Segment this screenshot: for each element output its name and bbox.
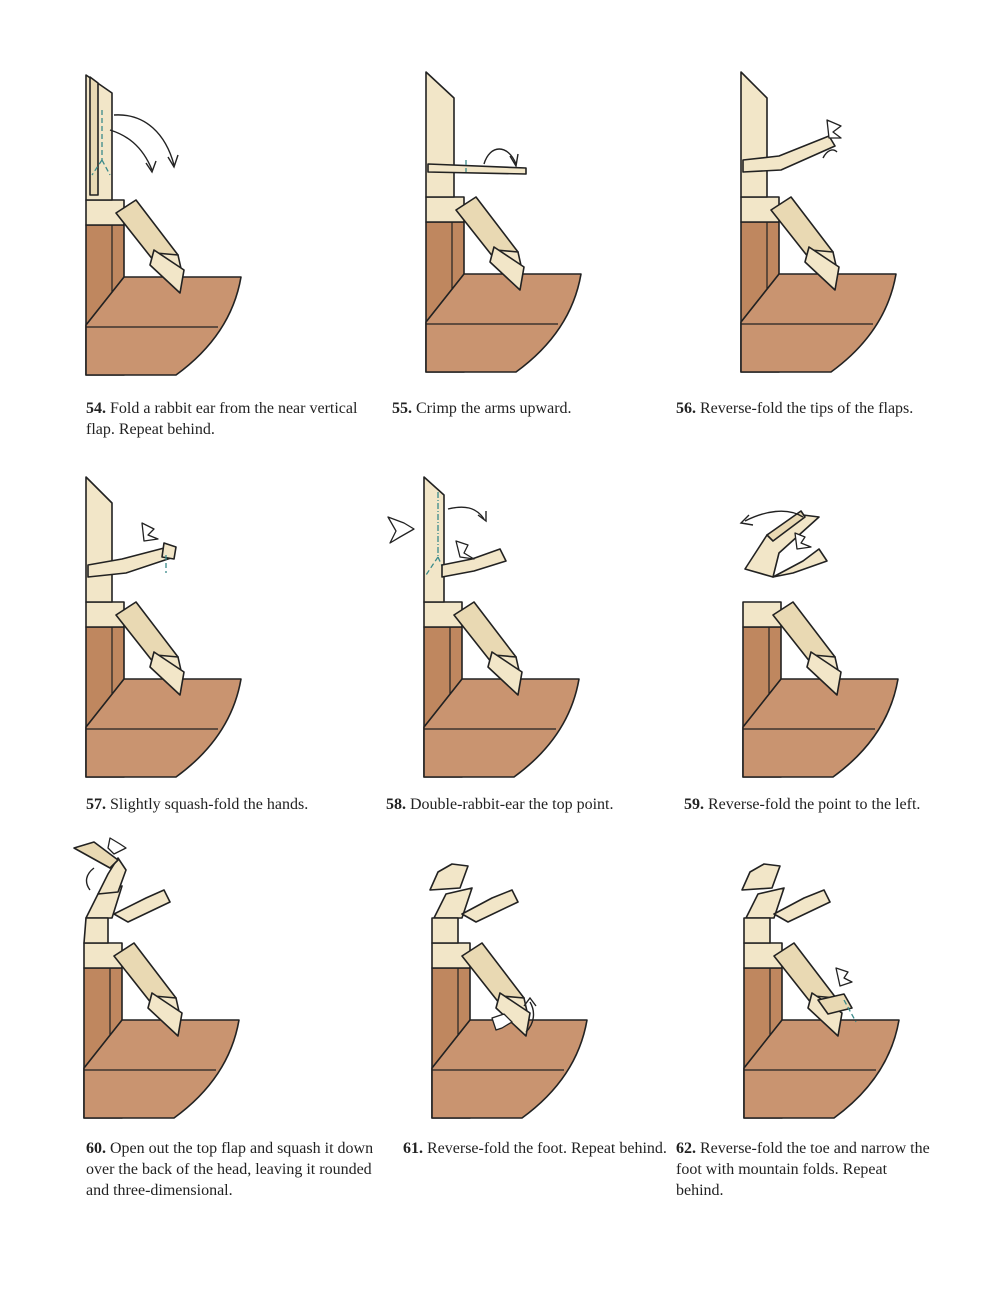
step-number: 60. (86, 1140, 106, 1157)
step-text: Open out the top flap and squash it down… (86, 1140, 374, 1199)
step-61-caption: 61. Reverse-fold the foot. Repeat behind… (403, 1138, 703, 1159)
step-number: 55. (392, 400, 412, 417)
step-number: 57. (86, 796, 106, 813)
step-54-figure (85, 74, 256, 376)
step-number: 59. (684, 796, 704, 813)
step-text: Reverse-fold the toe and narrow the foot… (676, 1140, 930, 1199)
step-number: 54. (86, 400, 106, 417)
step-text: Reverse-fold the point to the left. (708, 796, 921, 813)
step-55-caption: 55. Crimp the arms upward. (392, 398, 692, 419)
step-text: Double-rabbit-ear the top point. (410, 796, 614, 813)
step-54-caption: 54. Fold a rabbit ear from the near vert… (86, 398, 386, 440)
step-number: 61. (403, 1140, 423, 1157)
step-56-caption: 56. Reverse-fold the tips of the flaps. (676, 398, 976, 419)
step-55-figure (425, 71, 596, 373)
step-text: Reverse-fold the tips of the flaps. (700, 400, 914, 417)
step-number: 56. (676, 400, 696, 417)
step-text: Crimp the arms upward. (416, 400, 572, 417)
step-60-caption: 60. Open out the top flap and squash it … (86, 1138, 376, 1201)
step-59-caption: 59. Reverse-fold the point to the left. (684, 794, 984, 815)
step-number: 62. (676, 1140, 696, 1157)
step-59-figure (739, 477, 913, 778)
step-number: 58. (386, 796, 406, 813)
step-text: Reverse-fold the foot. Repeat behind. (427, 1140, 667, 1157)
step-57-caption: 57. Slightly squash-fold the hands. (86, 794, 386, 815)
step-57-figure (85, 476, 256, 778)
step-62-caption: 62. Reverse-fold the toe and narrow the … (676, 1138, 936, 1201)
step-text: Slightly squash-fold the hands. (110, 796, 309, 813)
step-62-figure (741, 818, 914, 1119)
step-60-figure (73, 818, 254, 1119)
step-58-caption: 58. Double-rabbit-ear the top point. (386, 794, 686, 815)
step-text: Fold a rabbit ear from the near vertical… (86, 400, 358, 438)
step-61-figure (429, 818, 602, 1119)
step-56-figure (740, 71, 911, 373)
step-58-figure (387, 476, 594, 778)
